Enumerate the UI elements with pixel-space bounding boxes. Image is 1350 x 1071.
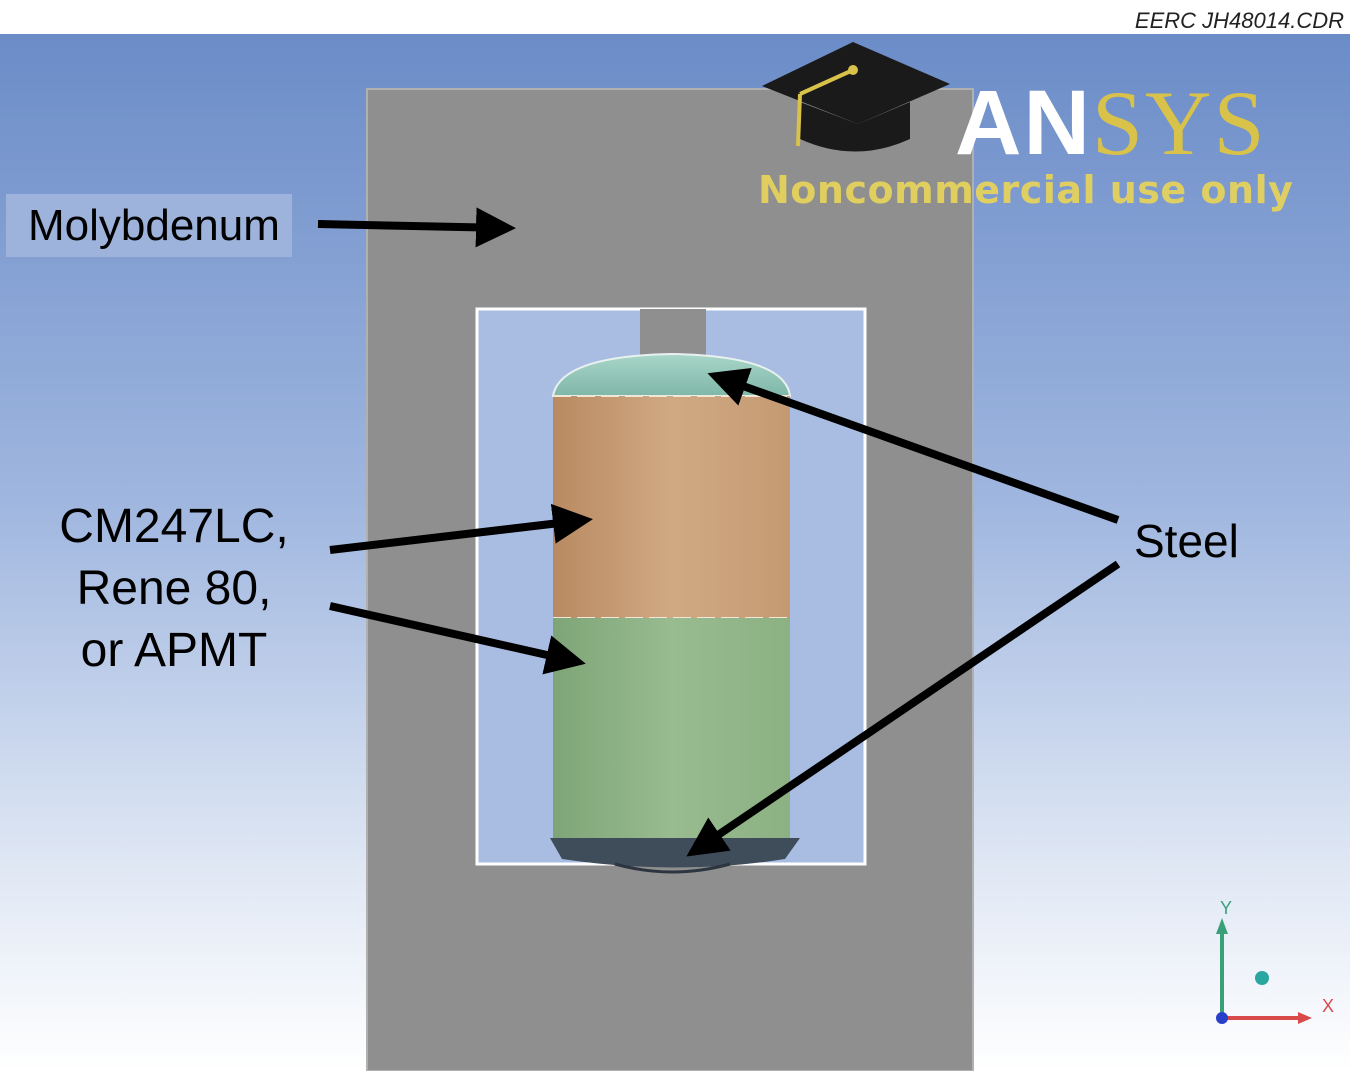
arrow-steel-top — [707, 367, 1120, 524]
steel-cap-bottom-dome — [614, 862, 731, 874]
steel-cap-bottom — [550, 838, 800, 868]
arrow-alloy-lower — [329, 602, 586, 675]
label-steel: Steel — [1134, 515, 1239, 567]
axis-triad-icon — [1216, 918, 1312, 1024]
graduation-cap-icon — [762, 42, 950, 152]
ansys-logo-part1: AN — [955, 72, 1092, 174]
arrow-alloy-upper — [329, 503, 593, 554]
top-stem — [640, 309, 706, 357]
alloy-upper-segment — [553, 396, 790, 618]
arrow-molybdenum — [317, 207, 516, 248]
noncommercial-notice: Noncommercial use only — [758, 168, 1294, 212]
file-label: EERC JH48014.CDR — [1134, 8, 1344, 33]
arrow-steel-bottom — [686, 560, 1121, 857]
axis-label-x: X — [1322, 996, 1335, 1016]
ansys-logo-part2: SYS — [1091, 72, 1267, 174]
alloy-lower-segment — [553, 618, 790, 838]
label-alloy-line3: or APMT — [80, 624, 268, 677]
label-alloy: CM247LC, Rene 80, or APMT — [24, 496, 324, 682]
label-molybdenum: Molybdenum — [6, 194, 292, 257]
model-viewport[interactable]: ANSYS Noncommercial use only Molybdenum … — [0, 34, 1350, 1071]
label-alloy-line1: CM247LC, — [59, 500, 289, 553]
axis-label-y: Y — [1220, 898, 1233, 918]
assembly-drawing — [317, 42, 1312, 1071]
ansys-logo-text: ANSYS — [955, 70, 1267, 176]
label-alloy-line2: Rene 80, — [76, 562, 272, 615]
